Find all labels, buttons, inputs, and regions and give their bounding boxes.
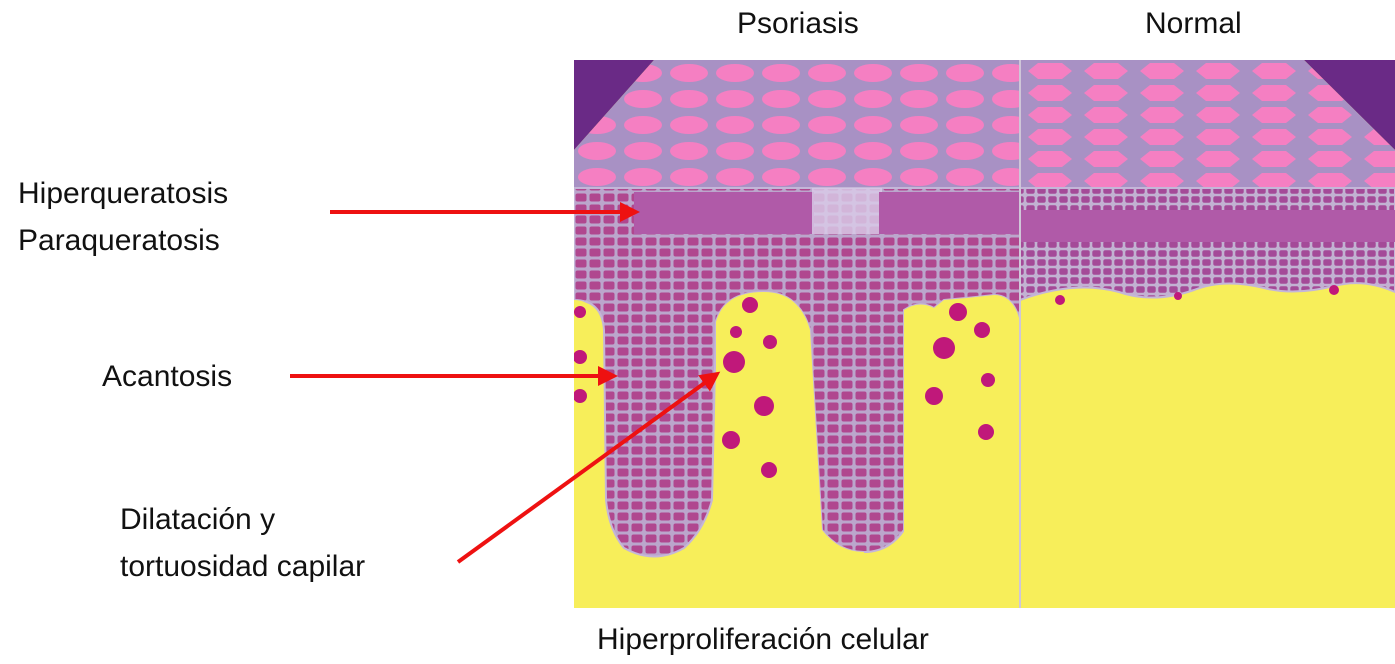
capillary-dot xyxy=(925,387,943,405)
capillary-dot xyxy=(722,431,740,449)
skin-cross-section-illustration xyxy=(574,60,1395,608)
psoriasis-header: Psoriasis xyxy=(737,6,859,42)
normal-header: Normal xyxy=(1145,6,1242,42)
capillary-dot xyxy=(1055,295,1065,305)
label-hiperqueratosis: Hiperqueratosis xyxy=(18,176,228,212)
capillary-dot xyxy=(978,424,994,440)
parakeratosis-band-center xyxy=(812,188,882,234)
parakeratosis-band-right xyxy=(879,192,1020,234)
epidermis-normal xyxy=(1020,188,1395,300)
capillary-dot xyxy=(1174,292,1182,300)
capillary-dot xyxy=(763,335,777,349)
capillary-dot xyxy=(974,322,990,338)
capillary-dot xyxy=(742,297,758,313)
caption-hiperproliferacion: Hiperproliferación celular xyxy=(597,622,929,658)
capillary-dot xyxy=(933,337,955,359)
dermal-papilla-3 xyxy=(904,295,1020,608)
capillary-dot xyxy=(1329,285,1339,295)
parakeratosis-band-left xyxy=(634,192,814,234)
capillary-dot xyxy=(761,462,777,478)
capillary-dot xyxy=(949,303,967,321)
label-dilatacion-line2: tortuosidad capilar xyxy=(120,549,365,585)
dermal-papilla-1 xyxy=(574,300,600,540)
capillary-dot xyxy=(981,373,995,387)
capillary-dot xyxy=(754,396,774,416)
capillary-dot xyxy=(730,326,742,338)
label-dilatacion-line1: Dilatación y xyxy=(120,502,275,538)
granular-band-normal xyxy=(1020,210,1395,242)
stratum-corneum-psoriasis xyxy=(574,60,1020,188)
capillary-dot xyxy=(574,306,586,318)
label-paraqueratosis: Paraqueratosis xyxy=(18,223,220,259)
label-acantosis: Acantosis xyxy=(102,359,232,395)
capillary-dot xyxy=(723,351,745,373)
